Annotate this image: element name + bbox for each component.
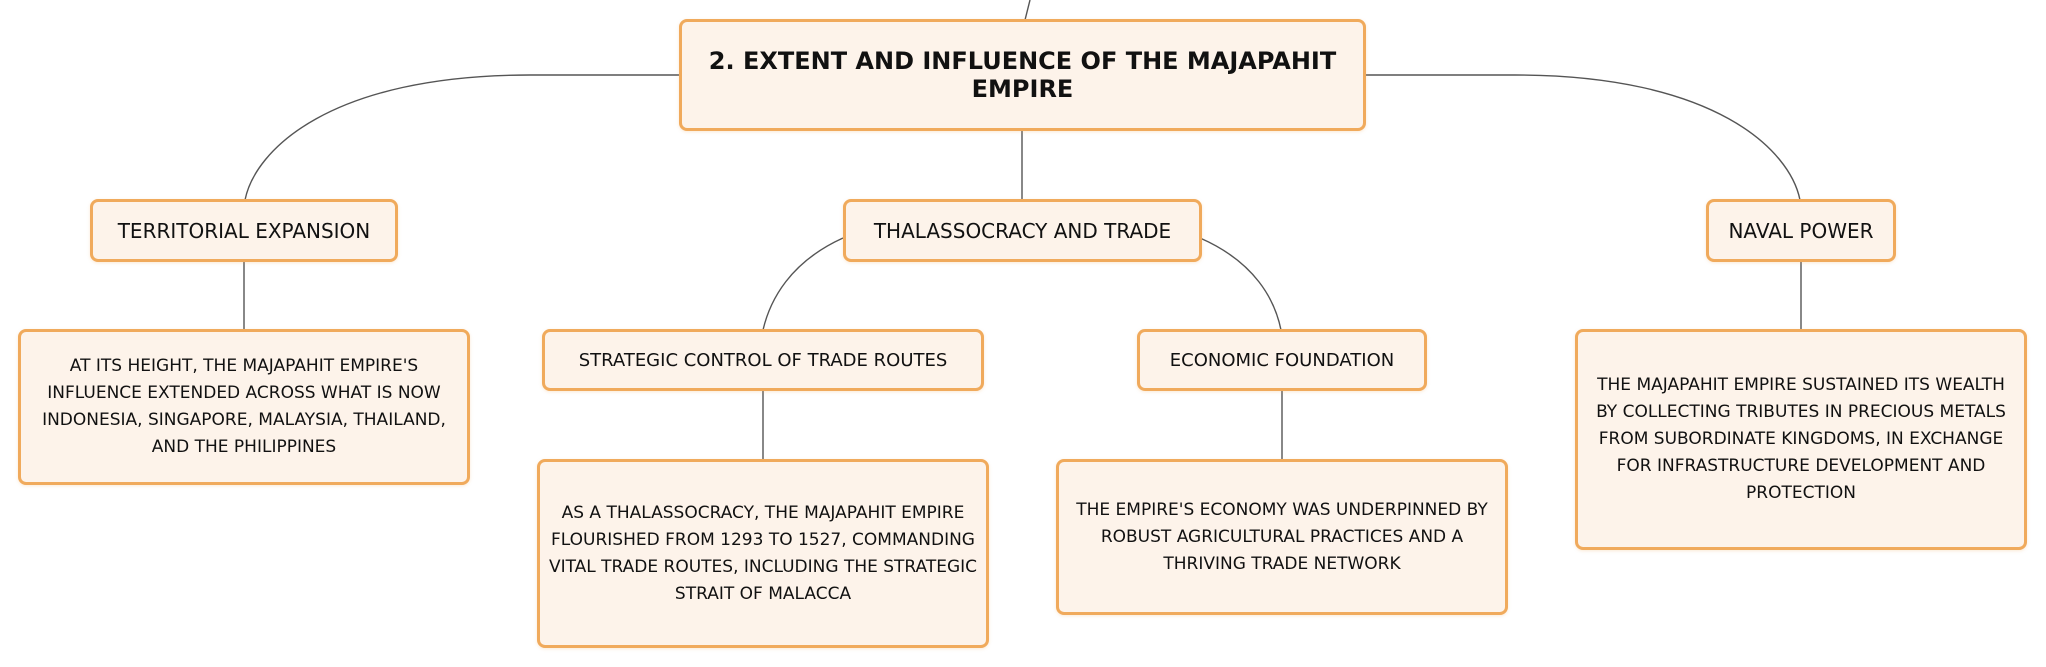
territorial-expansion-detail-node[interactable]: AT ITS HEIGHT, THE MAJAPAHIT EMPIRE'S IN… [18, 329, 470, 485]
thalassocracy-and-trade-label: THALASSOCRACY AND TRADE [873, 218, 1172, 243]
root-topic-node[interactable]: 2. EXTENT AND INFLUENCE OF THE MAJAPAHIT… [679, 19, 1366, 131]
territorial-expansion-node[interactable]: TERRITORIAL EXPANSION [90, 199, 398, 262]
naval-power-detail-text: THE MAJAPAHIT EMPIRE SUSTAINED ITS WEALT… [1596, 375, 2006, 503]
trade-routes-detail-node[interactable]: AS A THALASSOCRACY, THE MAJAPAHIT EMPIRE… [537, 459, 989, 648]
economic-foundation-detail-text: THE EMPIRE'S ECONOMY WAS UNDERPINNED BY … [1076, 499, 1488, 574]
trade-routes-detail-text: AS A THALASSOCRACY, THE MAJAPAHIT EMPIRE… [548, 502, 978, 604]
connector-root-to-naval-power [1365, 74, 1801, 201]
economic-foundation-detail-node[interactable]: THE EMPIRE'S ECONOMY WAS UNDERPINNED BY … [1056, 459, 1508, 615]
connector-root-to-territorial-expansion [244, 74, 680, 201]
economic-foundation-node[interactable]: ECONOMIC FOUNDATION [1137, 329, 1427, 391]
strategic-control-of-trade-routes-node[interactable]: STRATEGIC CONTROL OF TRADE ROUTES [542, 329, 984, 391]
connector-thalassocracy-to-economic [1199, 237, 1282, 331]
connector-thalassocracy-to-trade-routes [762, 237, 844, 331]
naval-power-label: NAVAL POWER [1728, 218, 1874, 243]
root-topic-title: 2. EXTENT AND INFLUENCE OF THE MAJAPAHIT… [708, 47, 1337, 103]
connector-parent-to-root [1024, 0, 1031, 21]
economic-foundation-label: ECONOMIC FOUNDATION [1169, 349, 1395, 371]
strategic-control-of-trade-routes-label: STRATEGIC CONTROL OF TRADE ROUTES [578, 349, 948, 371]
territorial-expansion-detail-text: AT ITS HEIGHT, THE MAJAPAHIT EMPIRE'S IN… [42, 356, 446, 457]
thalassocracy-and-trade-node[interactable]: THALASSOCRACY AND TRADE [843, 199, 1202, 262]
territorial-expansion-label: TERRITORIAL EXPANSION [117, 218, 371, 243]
naval-power-node[interactable]: NAVAL POWER [1706, 199, 1896, 262]
naval-power-detail-node[interactable]: THE MAJAPAHIT EMPIRE SUSTAINED ITS WEALT… [1575, 329, 2027, 550]
